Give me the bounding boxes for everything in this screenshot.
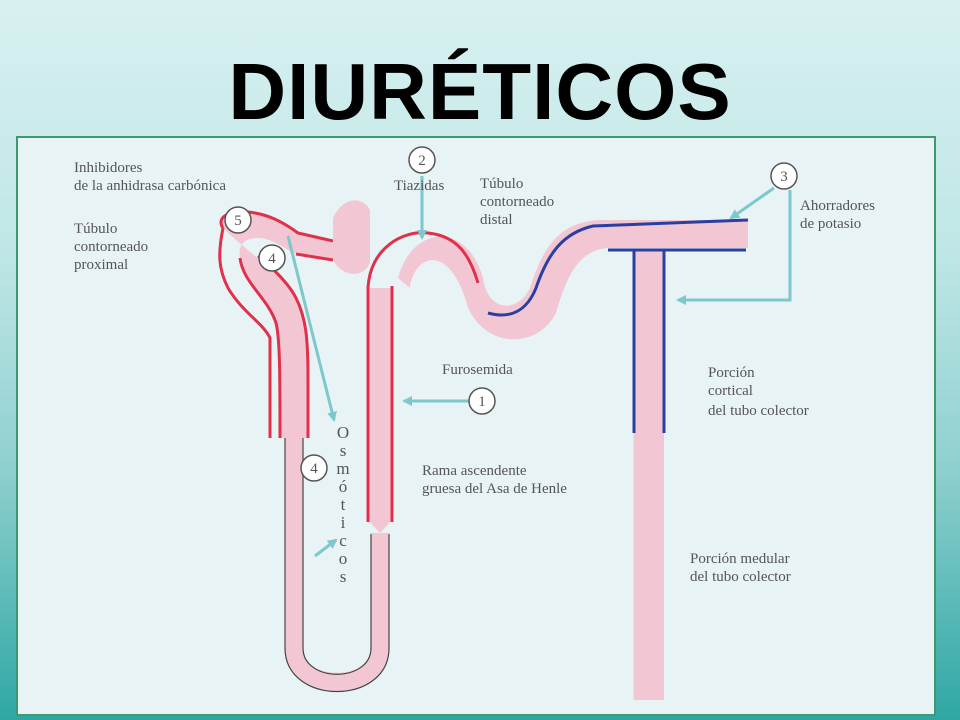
nephron-diagram-panel: 1 2 3 4 4 5 Inhibidores de la anhidrasa … xyxy=(16,136,936,716)
label-rama-1: Rama ascendente xyxy=(422,463,527,479)
label-tubulo-dist-3: distal xyxy=(480,212,513,228)
label-ahorradores-1: Ahorradores xyxy=(800,198,875,214)
label-rama-2: gruesa del Asa de Henle xyxy=(422,481,567,497)
marker-4-upper: 4 xyxy=(258,244,286,272)
collecting-duct xyxy=(634,250,664,700)
nephron-diagram: 1 2 3 4 4 5 Inhibidores de la anhidrasa … xyxy=(74,146,875,700)
marker-4-lower: 4 xyxy=(300,454,328,482)
svg-text:4: 4 xyxy=(310,461,318,477)
label-furosemida: Furosemida xyxy=(442,362,513,378)
label-medular-1: Porción medular xyxy=(690,551,790,567)
bowman-capsule xyxy=(333,200,370,274)
osmotic-arrow-2 xyxy=(314,538,338,558)
label-osmoticos: O s m ó t i c o s xyxy=(336,423,349,586)
label-tubulo-dist-2: contorneado xyxy=(480,194,554,210)
label-tubulo-prox-3: proximal xyxy=(74,257,128,273)
svg-text:2: 2 xyxy=(418,153,426,169)
svg-text:5: 5 xyxy=(234,213,242,229)
loop-of-henle xyxy=(285,438,389,691)
osmotic-arrow-1 xyxy=(286,235,337,422)
label-medular-2: del tubo colector xyxy=(690,569,791,585)
label-cortical-2: cortical xyxy=(708,383,753,399)
label-tiazidas: Tiazidas xyxy=(394,178,444,194)
svg-text:m: m xyxy=(336,459,349,478)
label-inhibidores-2: de la anhidrasa carbónica xyxy=(74,178,226,194)
svg-text:1: 1 xyxy=(478,394,486,410)
svg-text:o: o xyxy=(339,549,348,568)
label-tubulo-prox-2: contorneado xyxy=(74,239,148,255)
svg-text:c: c xyxy=(339,531,347,550)
svg-text:4: 4 xyxy=(268,251,276,267)
svg-text:O: O xyxy=(337,423,349,442)
ascending-limb xyxy=(368,288,392,533)
marker-2: 2 xyxy=(408,146,436,174)
svg-text:i: i xyxy=(341,513,346,532)
label-ahorradores-2: de potasio xyxy=(800,216,861,232)
potassium-sparing-arrow-2 xyxy=(676,190,792,305)
svg-text:ó: ó xyxy=(339,477,348,496)
potassium-sparing-arrow-1 xyxy=(729,186,775,220)
svg-text:s: s xyxy=(340,441,347,460)
label-cortical-3: del tubo colector xyxy=(708,403,809,419)
svg-text:t: t xyxy=(341,495,346,514)
svg-text:3: 3 xyxy=(780,169,788,185)
label-tubulo-dist-1: Túbulo xyxy=(480,176,523,192)
marker-3: 3 xyxy=(770,162,798,190)
marker-5: 5 xyxy=(224,206,252,234)
label-tubulo-prox-1: Túbulo xyxy=(74,221,117,237)
label-inhibidores-1: Inhibidores xyxy=(74,160,142,176)
marker-1: 1 xyxy=(468,387,496,415)
page-title: DIURÉTICOS xyxy=(228,47,732,136)
svg-text:s: s xyxy=(340,567,347,586)
label-cortical-1: Porción xyxy=(708,365,755,381)
distal-tubule xyxy=(398,220,748,340)
